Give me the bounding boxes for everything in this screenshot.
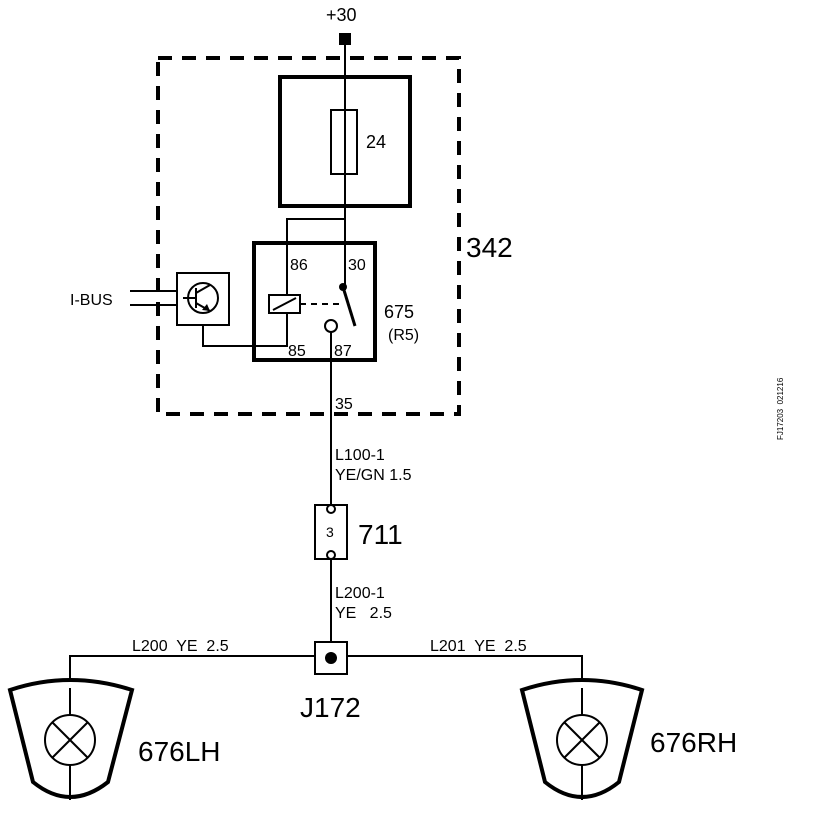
connector-pin-top (326, 504, 336, 514)
relay-coil-mark (272, 297, 297, 311)
wire-lower-spec: YE 2.5 (335, 605, 392, 622)
relay-switch-arm (341, 286, 357, 327)
coil-feed-wire (286, 218, 345, 295)
relay-contact-87 (324, 319, 338, 333)
coil-ground-wire (202, 313, 288, 347)
wire-lower-id: L200-1 (335, 585, 385, 602)
junction-node (325, 652, 337, 664)
relay-pin-87: 87 (334, 343, 352, 360)
relay-sublabel: (R5) (388, 327, 419, 344)
wire-right-branch (347, 655, 583, 688)
connector-pin-label: 3 (326, 524, 334, 540)
lamp-right-label: 676RH (650, 727, 737, 758)
wire-left-branch (69, 655, 315, 688)
module-label: 342 (466, 232, 513, 263)
connector-label: 711 (358, 519, 403, 550)
wire-upper-spec: YE/GN 1.5 (335, 467, 412, 484)
fuse-box (278, 75, 412, 208)
ibus-label: I-BUS (70, 292, 113, 309)
wire-right-label: L201 YE 2.5 (430, 638, 527, 655)
connector-pin-bottom (326, 550, 336, 560)
wire-upper-id: L100-1 (335, 447, 385, 464)
lamp-left (7, 678, 135, 800)
module-pin-label: 35 (335, 396, 353, 413)
relay-pin-85: 85 (288, 343, 306, 360)
relay-pin-86: 86 (290, 257, 308, 274)
relay-box (252, 241, 377, 362)
wire-left-label: L200 YE 2.5 (132, 638, 229, 655)
module-342-outline (156, 56, 461, 416)
transistor-collector (195, 284, 211, 294)
supply-terminal (339, 33, 351, 45)
relay-pin-30: 30 (348, 257, 366, 274)
relay-label: 675 (384, 302, 414, 322)
supply-label: +30 (326, 5, 357, 25)
junction-label: J172 (300, 692, 361, 723)
transistor-arrow-icon (202, 304, 210, 311)
lamp-left-label: 676LH (138, 736, 221, 767)
lamp-right (519, 678, 645, 800)
figure-id: FJ17203 021216 (776, 377, 785, 440)
fuse-label: 24 (366, 132, 386, 152)
